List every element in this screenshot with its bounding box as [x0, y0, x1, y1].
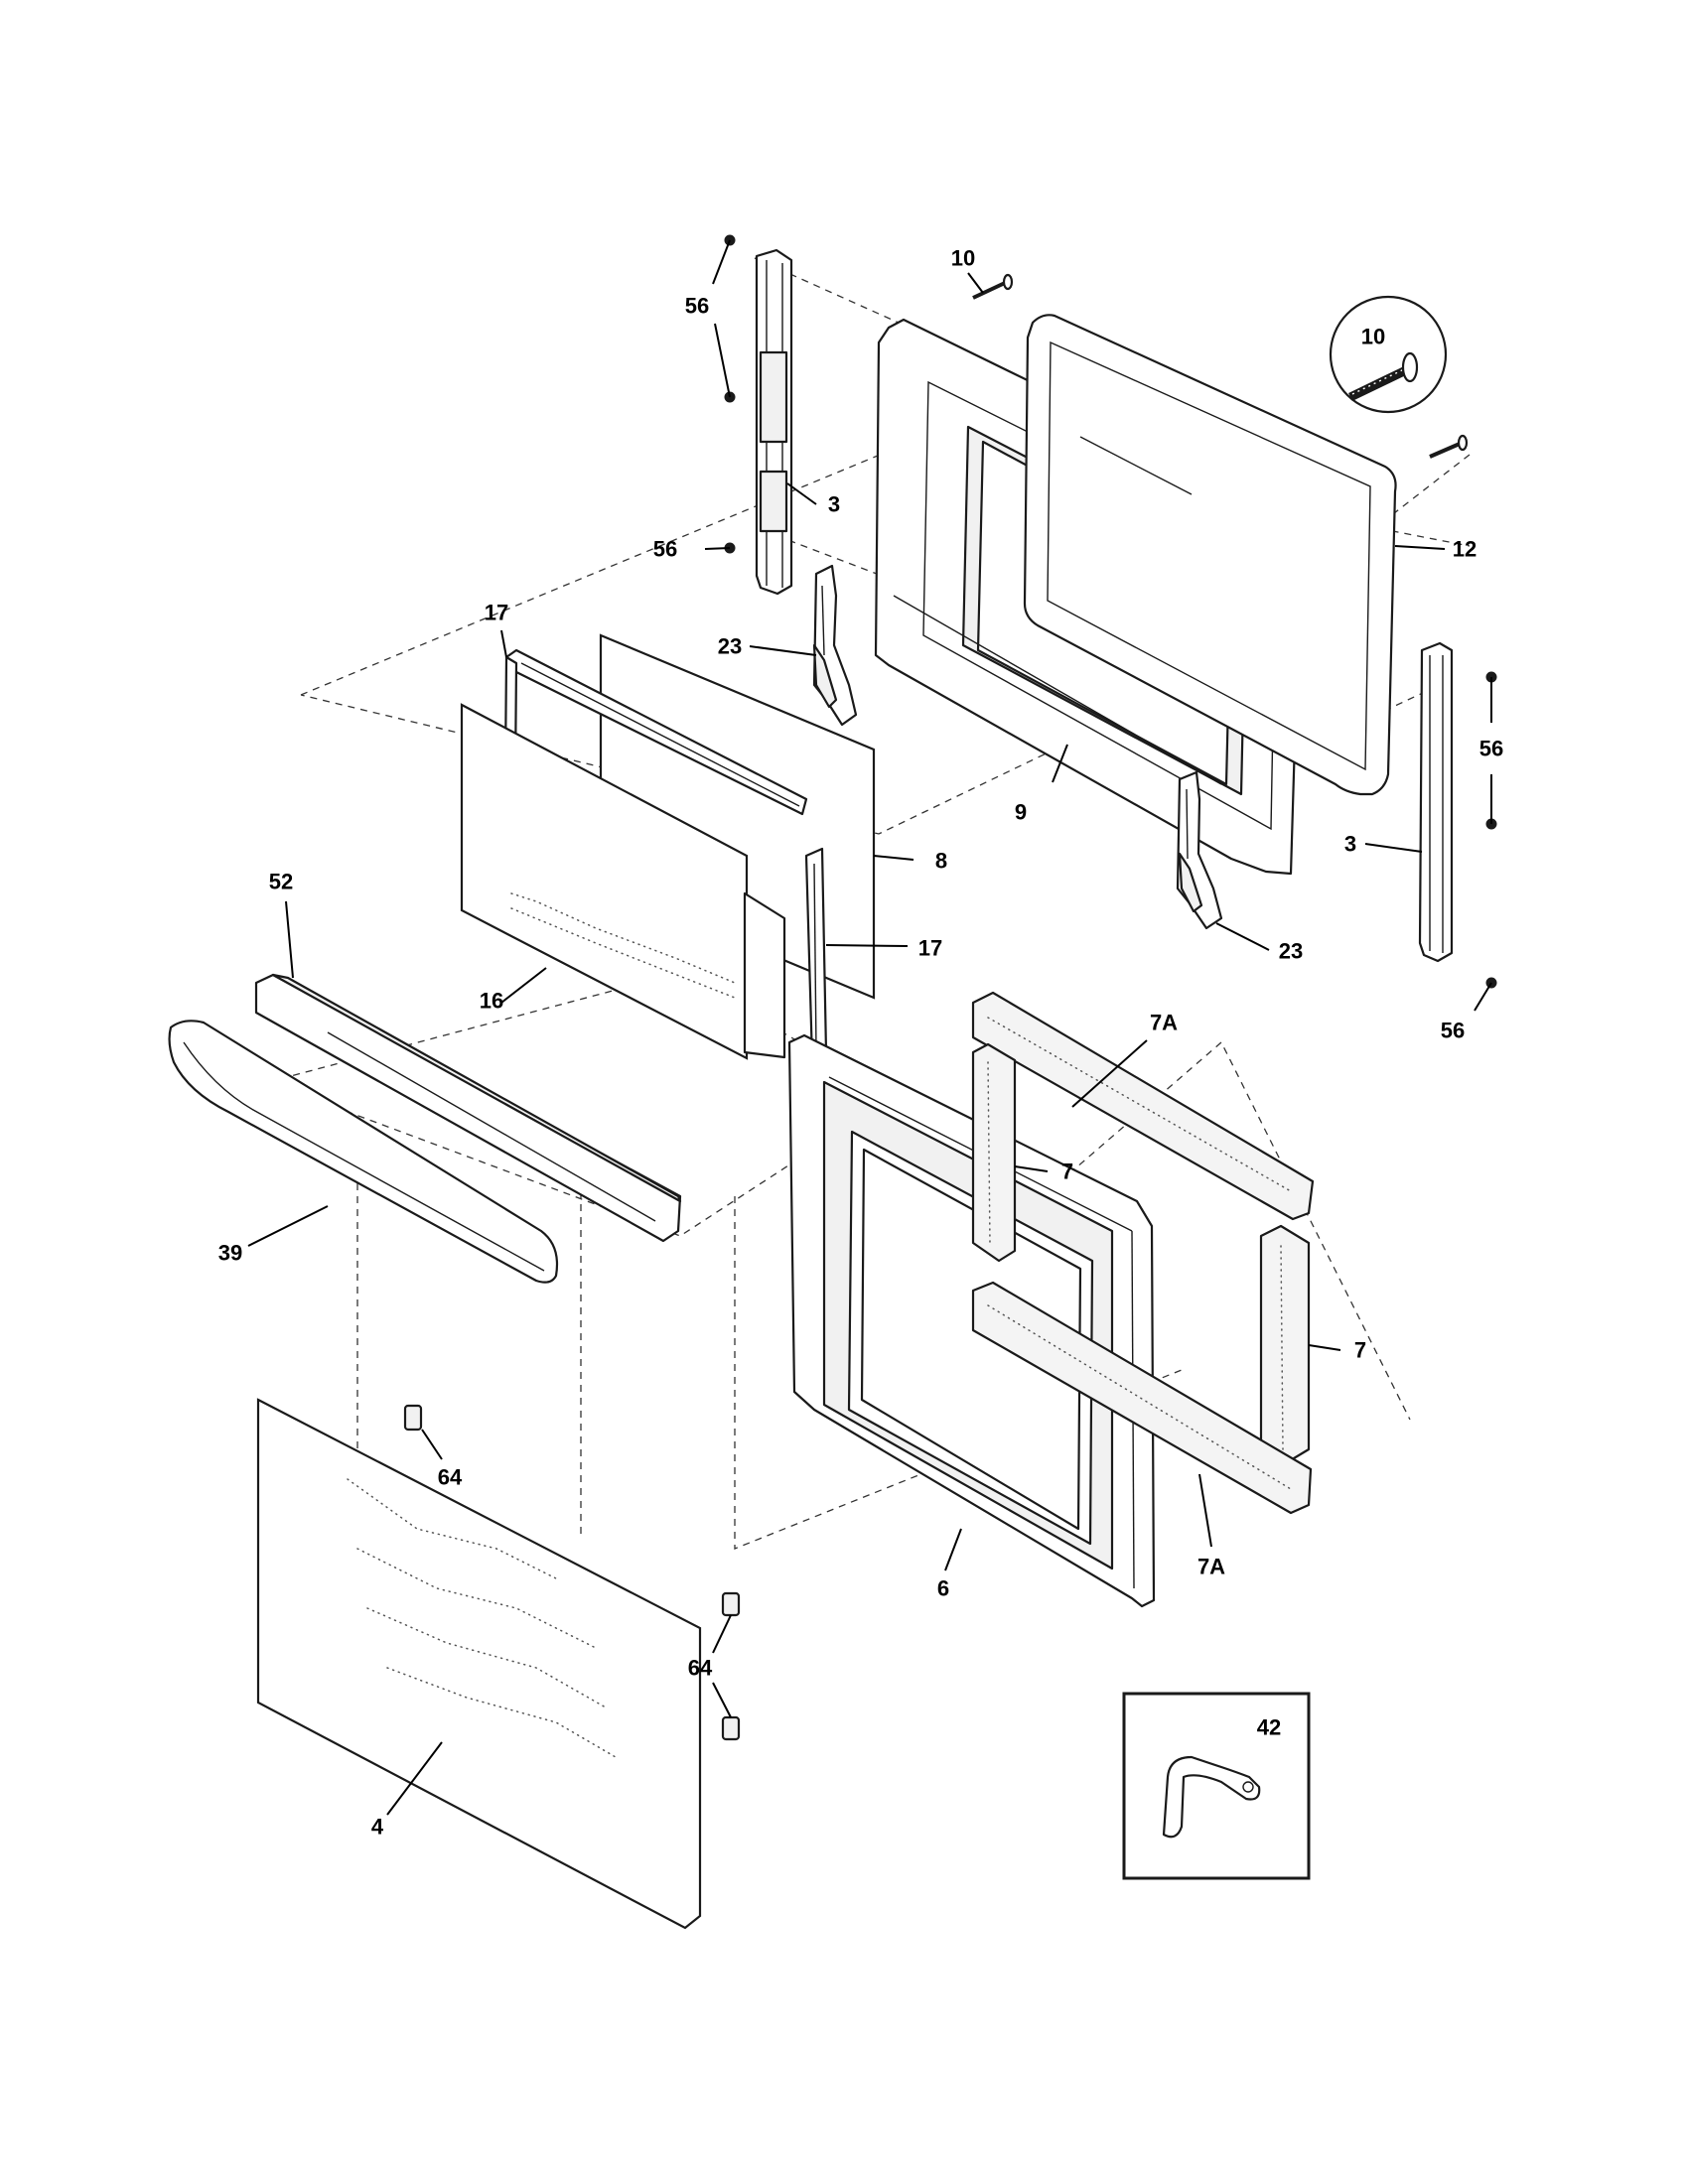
callout-6: 6 [937, 1576, 949, 1601]
callout-23-right: 23 [1279, 939, 1303, 964]
frame-support-lower [743, 891, 786, 1059]
callout-12: 12 [1453, 537, 1477, 562]
insulation-strip-7-left [971, 1042, 1017, 1263]
callout-10-inset: 10 [1361, 325, 1385, 349]
leader-lines [247, 239, 1492, 1816]
callout-56-right-upper: 56 [1479, 737, 1503, 761]
callout-64-lower: 64 [688, 1656, 713, 1681]
callout-42: 42 [1257, 1715, 1281, 1740]
hinge-right [1176, 770, 1223, 930]
bolt-10-detail-inset [1329, 295, 1448, 414]
callout-8: 8 [935, 849, 947, 874]
callout-7a-top: 7A [1150, 1011, 1178, 1035]
callout-56-mid-left: 56 [653, 537, 677, 562]
bolt-10-top [972, 273, 1014, 300]
callout-7a-bottom: 7A [1197, 1555, 1225, 1579]
front-glass-panel [256, 1398, 702, 1930]
right-hinge-channel [1418, 641, 1454, 963]
callout-39: 39 [218, 1241, 242, 1266]
bracket-detail-box [1122, 1692, 1311, 1880]
door-handle [168, 1020, 559, 1284]
callout-56-top-left: 56 [685, 294, 709, 319]
callout-10-top: 10 [951, 246, 975, 271]
insulation-strip-7a-top [971, 991, 1315, 1221]
callout-7-left: 7 [1061, 1160, 1073, 1184]
glass-support-17-bottom [804, 847, 828, 1062]
callout-3-left: 3 [828, 492, 840, 517]
outer-door-panel [787, 1033, 1156, 1608]
callout-52: 52 [269, 870, 293, 894]
callout-64-upper: 64 [438, 1465, 463, 1490]
left-hinge-channel [755, 248, 793, 596]
bolt-10-side [1429, 434, 1469, 459]
callout-17-bottom: 17 [918, 936, 942, 961]
callout-9: 9 [1015, 800, 1027, 825]
callout-56-right-lower: 56 [1441, 1019, 1465, 1043]
hinge-left [812, 564, 858, 727]
callout-3-right: 3 [1344, 832, 1356, 857]
insulation-strip-7a-bottom [971, 1281, 1313, 1515]
door-top-trim [254, 973, 682, 1243]
callout-labels: 10 10 56 3 56 12 17 23 56 9 3 8 52 17 23… [218, 246, 1503, 1840]
insulation-strip-7-right [1259, 1224, 1311, 1463]
callout-16: 16 [480, 989, 503, 1014]
spacer-64-lower [721, 1591, 741, 1741]
glass-panel-front [460, 703, 749, 1060]
door-gasket-frame [1023, 314, 1397, 796]
callout-7-right: 7 [1354, 1338, 1366, 1363]
callout-17-top: 17 [485, 601, 508, 625]
spacer-64-upper [403, 1404, 423, 1432]
callout-4: 4 [371, 1815, 384, 1840]
callout-23-left: 23 [718, 634, 742, 659]
